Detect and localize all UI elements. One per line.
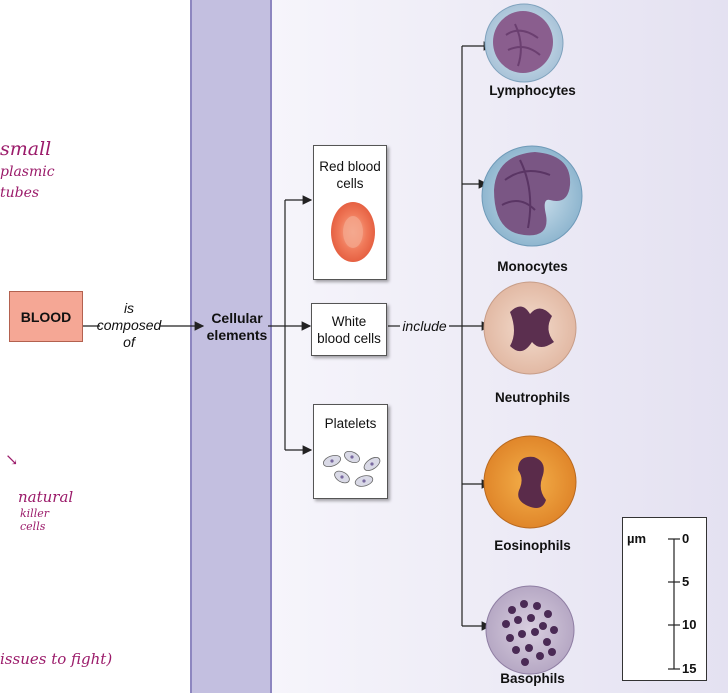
cellular-line1: Cellular [211,310,263,326]
scale-tick-0: 0 [682,531,690,546]
red-blood-cells-box: Red blood cells [313,145,387,280]
lymphocytes-label: Lymphocytes [489,83,576,98]
scale-tick-5: 5 [682,574,690,589]
blood-label: BLOOD [20,308,72,325]
lymphocyte-cell-icon [484,3,564,83]
annotation-natural: natural [18,488,74,506]
is-composed-of-line1: is [123,300,135,316]
wbc-illustrations [481,3,583,675]
annotation-arrow-icon: ↘ [5,450,19,469]
annotation-small: small [0,138,52,160]
red-blood-cell-icon [331,202,375,262]
wbc-label: White blood cells [317,313,381,347]
scale-tick-10: 10 [682,617,697,632]
platelets-icon [322,450,381,487]
is-composed-of-label: is composed of [96,300,162,351]
scale-bar-ruler [668,538,680,670]
basophil-cell-icon [485,585,575,675]
wbc-line2: blood cells [317,330,381,346]
rbc-line1: Red blood [319,159,381,174]
platelets-box: Platelets [313,404,388,499]
include-label: include [402,318,447,334]
eosinophils-label: Eosinophils [494,538,571,553]
cellular-elements-label: Cellular elements [203,310,271,344]
rbc-line2: cells [336,176,364,191]
platelets-label: Platelets [324,416,377,431]
cellular-elements-band [190,0,272,693]
scale-bar-box: µm 0 5 10 15 [622,517,707,681]
neutrophil-cell-icon [483,281,577,375]
monocyte-cell-icon [481,145,583,247]
annotation-killer: killer [20,507,49,520]
basophils-label: Basophils [500,671,565,686]
is-composed-of-line2: composed [96,317,162,333]
annotation-bottom: issues to fight) [0,650,113,668]
white-blood-cells-box: White blood cells [311,303,387,356]
cellular-line2: elements [206,327,268,343]
annotation-tubes: tubes [0,185,40,201]
wbc-line1: White [331,313,367,329]
scale-unit: µm [627,531,647,546]
annotation-plasmic: plasmic [0,164,55,180]
neutrophils-label: Neutrophils [494,390,570,405]
blood-box: BLOOD [9,291,83,342]
eosinophil-cell-icon [483,435,577,529]
is-composed-of-line3: of [123,334,135,350]
monocytes-label: Monocytes [497,259,568,274]
rbc-label: Red blood cells [314,158,386,192]
annotation-cells: cells [20,520,46,533]
scale-tick-15: 15 [682,661,697,676]
